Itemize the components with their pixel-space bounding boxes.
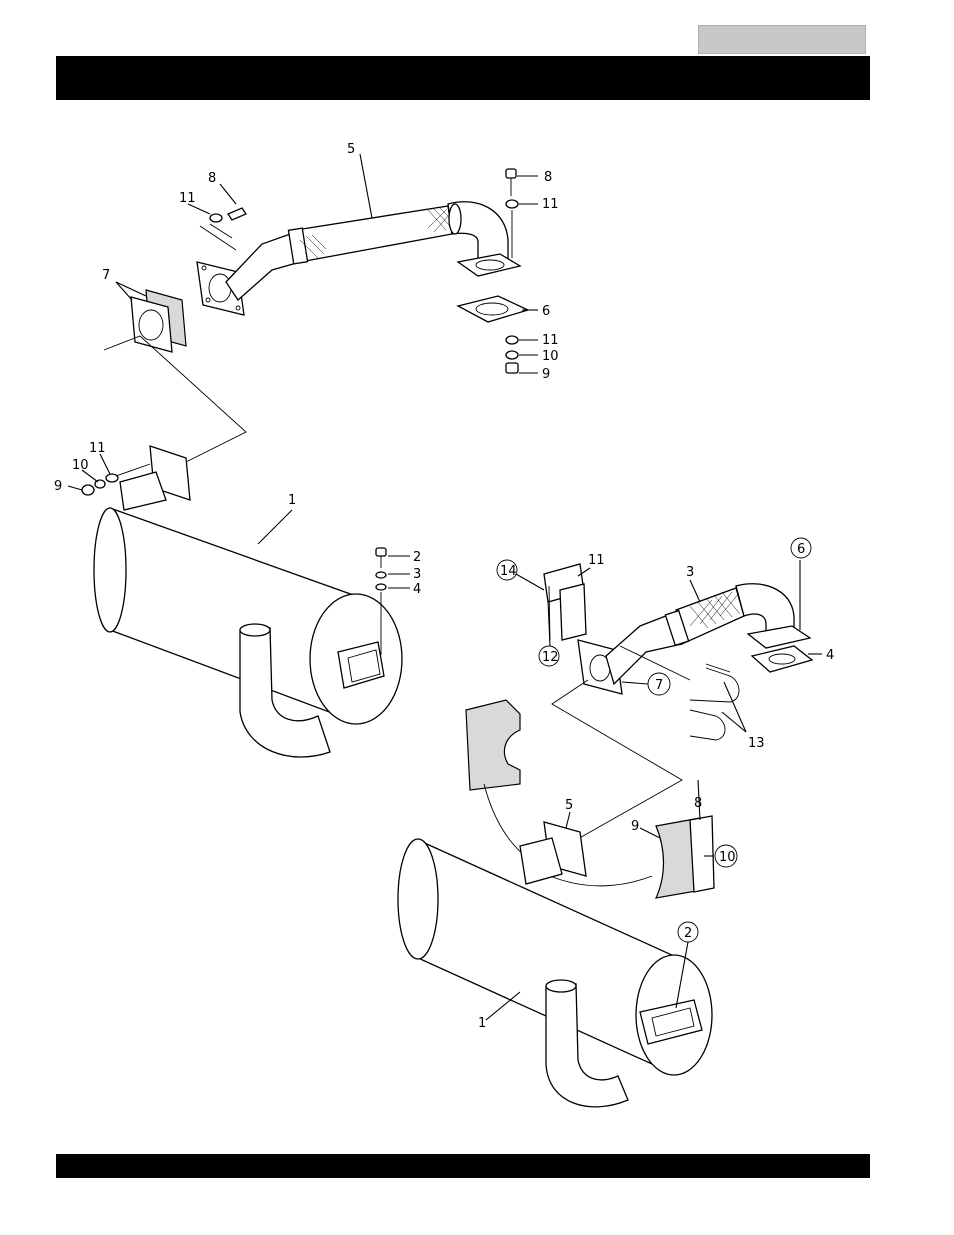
label-part-8-top-left: 8 [208, 171, 216, 186]
label-part-9-left: 9 [54, 479, 62, 494]
exhaust-pipe-top [103, 168, 530, 463]
label-part-6-top: 6 [542, 304, 550, 319]
label-part-10-left: 10 [72, 458, 89, 473]
label-part-10-right: 10 [719, 850, 736, 865]
label-part-5-top: 5 [347, 142, 355, 157]
label-part-7-right: 7 [655, 678, 663, 693]
label-part-11-top-left: 11 [179, 191, 196, 206]
leader-lines [67, 153, 822, 1021]
callout-labels: 5 8 11 8 11 7 6 11 10 9 11 10 9 1 2 3 4 … [54, 142, 834, 1031]
footer-bar [56, 1154, 870, 1178]
label-part-3-right: 3 [686, 565, 694, 580]
label-part-14-right: 14 [500, 564, 517, 579]
label-part-12-right: 12 [542, 650, 559, 665]
header-bar [56, 56, 870, 100]
muffler-right [397, 699, 715, 1108]
label-part-11-right: 11 [588, 553, 605, 568]
label-part-8-top-right: 8 [544, 170, 552, 185]
label-part-6-right: 6 [797, 542, 805, 557]
label-part-1-right: 1 [478, 1016, 486, 1031]
exhaust-pipe-right [543, 563, 814, 841]
label-part-1-left: 1 [288, 493, 296, 508]
label-part-5-right: 5 [565, 798, 573, 813]
label-part-7-top: 7 [102, 268, 110, 283]
label-part-9-top: 9 [542, 367, 550, 382]
label-part-11-top-right: 11 [542, 197, 559, 212]
label-part-2-right: 2 [684, 926, 692, 941]
label-part-2-left: 2 [413, 550, 421, 565]
label-part-9-right: 9 [631, 819, 639, 834]
callout-circles [496, 537, 812, 943]
label-part-10-top: 10 [542, 349, 559, 364]
label-part-3-left: 3 [413, 567, 421, 582]
label-part-4-left: 4 [413, 582, 421, 597]
label-part-11-left: 11 [89, 441, 106, 456]
label-part-13-right: 13 [748, 736, 765, 751]
section-tab-box [698, 25, 866, 54]
label-part-8-right: 8 [694, 796, 702, 811]
label-part-4-right: 4 [826, 648, 834, 663]
muffler-left [81, 445, 403, 758]
label-part-11-top-lower: 11 [542, 333, 559, 348]
